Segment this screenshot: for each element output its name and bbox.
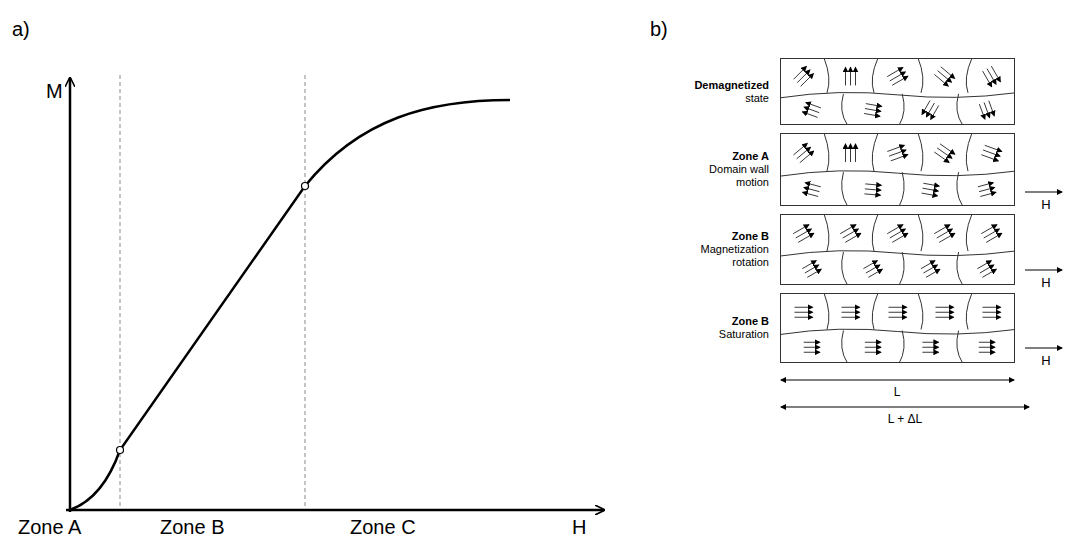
zone-label: Zone C xyxy=(350,516,416,539)
domain-pattern xyxy=(780,58,1015,363)
zone-label: Zone B xyxy=(160,516,224,539)
length-label: L xyxy=(894,386,901,400)
state-description: Magnetization rotation xyxy=(677,243,769,269)
state-title: Zone B xyxy=(677,315,769,328)
field-label: H xyxy=(1041,276,1050,291)
length-arrow xyxy=(781,406,1029,407)
domain-box: Zone BSaturation xyxy=(780,293,1015,363)
zone-divider xyxy=(120,75,121,510)
domain-box: Zone ADomain wall motion xyxy=(780,133,1015,206)
state-heading: Demagnetized state xyxy=(677,78,769,104)
length-arrow xyxy=(781,379,1014,380)
state-description: Saturation xyxy=(677,328,769,341)
state-heading: Zone BMagnetization rotation xyxy=(677,230,769,270)
state-title: Zone B xyxy=(677,230,769,243)
state-heading: Zone BSaturation xyxy=(677,315,769,341)
field-arrow xyxy=(1025,269,1062,270)
x-axis xyxy=(66,509,604,512)
axis-label: H xyxy=(572,516,586,539)
magnetization-curve xyxy=(70,100,510,510)
curve-point xyxy=(117,447,124,454)
field-arrow xyxy=(1025,347,1062,348)
domain-box: Demagnetized state xyxy=(780,58,1015,125)
axis-label: M xyxy=(46,80,63,103)
panel-label: a) xyxy=(12,18,30,41)
y-axis xyxy=(69,78,72,512)
field-label: H xyxy=(1041,198,1050,213)
zone-divider xyxy=(305,75,306,510)
field-arrow xyxy=(1025,191,1062,192)
panel-label: b) xyxy=(650,18,668,41)
state-title: Zone A xyxy=(677,150,769,163)
length-label: L + ΔL xyxy=(888,413,923,427)
state-heading: Zone ADomain wall motion xyxy=(677,150,769,190)
field-label: H xyxy=(1041,354,1050,369)
state-title: Demagnetized state xyxy=(677,78,769,104)
domain-box: Zone BMagnetization rotation xyxy=(780,214,1015,285)
state-description: Domain wall motion xyxy=(677,163,769,189)
zone-label: Zone A xyxy=(18,516,81,539)
curve-point xyxy=(302,183,309,190)
